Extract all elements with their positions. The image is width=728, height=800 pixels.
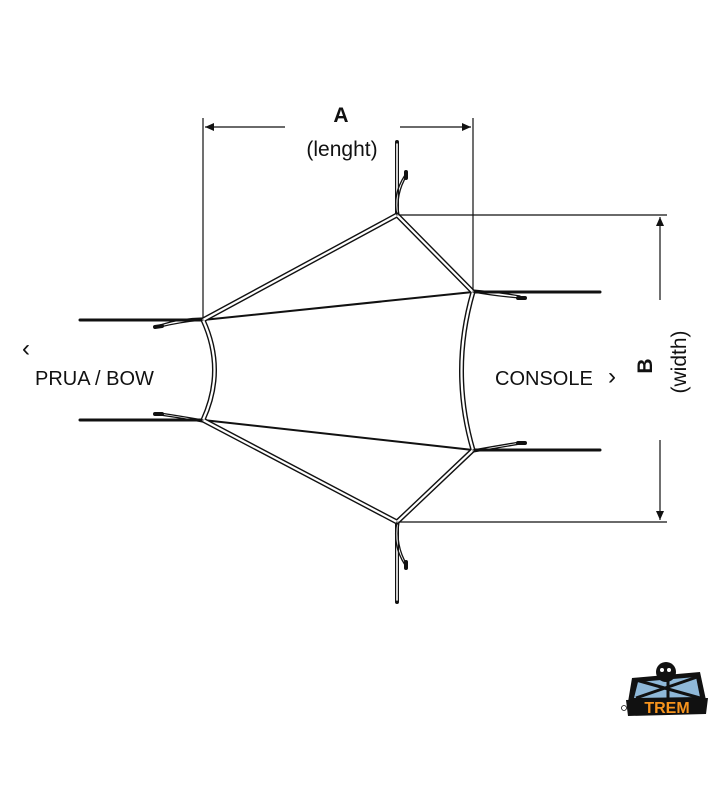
console-arrow: › bbox=[608, 363, 616, 390]
bow-label: PRUA / BOW bbox=[35, 368, 154, 390]
bimini-frame bbox=[78, 140, 602, 604]
dimension-a-label: (lenght) bbox=[306, 138, 377, 161]
console-label: CONSOLE bbox=[495, 368, 593, 390]
bow-arrow: ‹ bbox=[22, 335, 30, 362]
dimension-b bbox=[397, 214, 667, 523]
dimension-a-letter: A bbox=[333, 104, 348, 127]
dimension-a bbox=[202, 118, 474, 320]
trem-logo: TREM bbox=[621, 662, 708, 717]
dimension-b-label: (width) bbox=[668, 330, 691, 393]
logo-text: TREM bbox=[644, 700, 689, 717]
dimension-b-letter: B bbox=[634, 358, 657, 373]
registered-mark-icon bbox=[621, 705, 627, 711]
